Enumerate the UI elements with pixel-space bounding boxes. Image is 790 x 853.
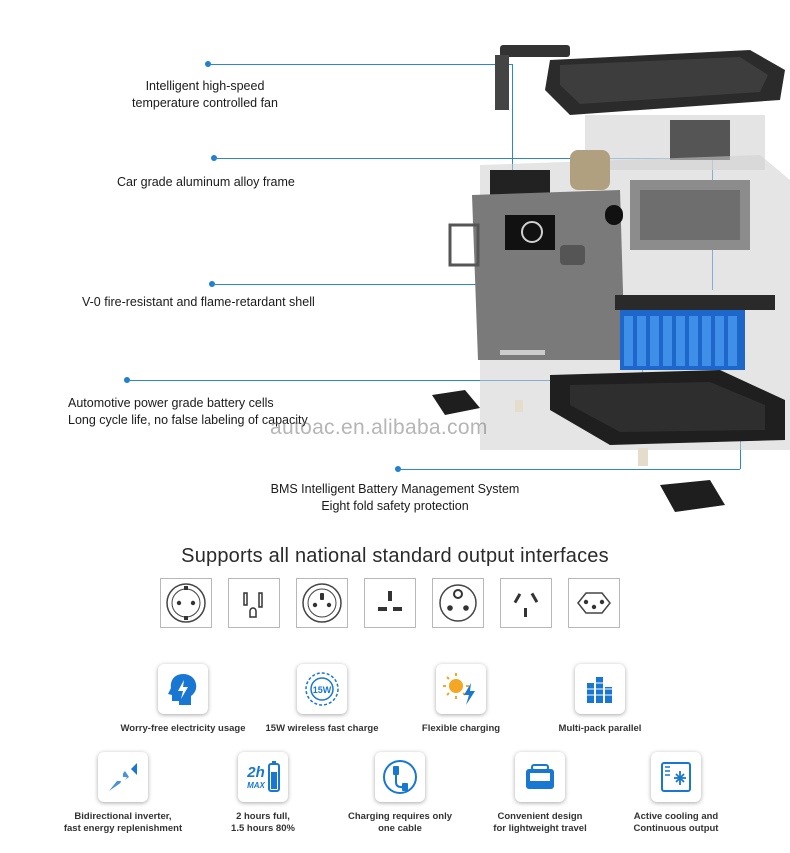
parallel-packs-icon: [575, 664, 625, 714]
feature-label: Flexible charging: [421, 723, 501, 734]
feature-wireless-charge: 15W 15W wireless fast charge: [247, 664, 397, 735]
uk-socket-icon: [364, 578, 416, 628]
head-lightning-icon: [158, 664, 208, 714]
callout-fan-line-1: Intelligent high-speed: [145, 79, 265, 93]
watermark: autoac.en.alibaba.com: [270, 416, 488, 439]
feature-lightweight-travel: Convenient design for lightweight travel: [465, 752, 615, 835]
callout-shell-line-1: V-0 fire-resistant and flame-retardant s…: [82, 295, 315, 309]
feature-label-line-2: Continuous output: [633, 823, 719, 834]
leader-line-cells: [127, 380, 642, 381]
exploded-power-station-illustration: [432, 45, 790, 512]
callout-bms-line-2: Eight fold safety protection: [321, 499, 469, 513]
charge-time-badge: 2h: [246, 764, 265, 781]
callout-fan: Intelligent high-speed temperature contr…: [100, 78, 310, 112]
feature-label-line-2: fast energy replenishment: [63, 823, 183, 834]
feature-multi-pack: Multi-pack parallel: [525, 664, 675, 735]
indian-socket-icon: [432, 578, 484, 628]
feature-label-line-1: Active cooling and: [633, 811, 719, 822]
section-heading: Supports all national standard output in…: [181, 545, 609, 567]
feature-worry-free: Worry-free electricity usage: [108, 664, 258, 735]
wireless-charge-icon: 15W: [297, 664, 347, 714]
eu-schuko-socket-icon: [160, 578, 212, 628]
callout-bms: BMS Intelligent Battery Management Syste…: [250, 481, 540, 515]
feature-label-line-2: for lightweight travel: [493, 823, 587, 834]
feature-label-line-2: one cable: [378, 823, 422, 834]
callout-fan-line-2: temperature controlled fan: [132, 96, 278, 110]
callout-cells-line-1: Automotive power grade battery cells: [68, 396, 274, 410]
cooling-fan-icon: [651, 752, 701, 802]
feature-label-line-1: 2 hours full,: [236, 811, 290, 822]
feature-label-line-1: Convenient design: [497, 811, 583, 822]
leader-line-fan-v: [512, 64, 513, 184]
sun-lightning-icon: [436, 664, 486, 714]
feature-label: Worry-free electricity usage: [120, 723, 246, 734]
inverter-arrow-icon: [98, 752, 148, 802]
us-socket-icon: [228, 578, 280, 628]
leader-line-bms: [398, 469, 740, 470]
single-cable-icon: [375, 752, 425, 802]
leader-line-frame: [214, 158, 712, 159]
feature-label-line-2: 1.5 hours 80%: [231, 823, 295, 834]
callout-cells: Automotive power grade battery cells Lon…: [68, 395, 308, 429]
feature-label: 15W wireless fast charge: [265, 723, 379, 734]
french-socket-icon: [296, 578, 348, 628]
charge-time-badge-max: MAX: [247, 781, 265, 790]
portable-device-icon: [515, 752, 565, 802]
callout-frame: Car grade aluminum alloy frame: [117, 174, 295, 191]
socket-row: [160, 578, 620, 628]
leader-line-fan: [208, 64, 512, 65]
callout-cells-line-2: Long cycle life, no false labeling of ca…: [68, 413, 308, 427]
leader-line-shell: [212, 284, 500, 285]
feature-label-line-1: Charging requires only: [348, 811, 452, 822]
feature-active-cooling: Active cooling and Continuous output: [601, 752, 751, 835]
feature-single-cable: Charging requires only one cable: [325, 752, 475, 835]
callout-frame-line-1: Car grade aluminum alloy frame: [117, 175, 295, 189]
feature-flexible-charging: Flexible charging: [386, 664, 536, 735]
callout-shell: V-0 fire-resistant and flame-retardant s…: [82, 294, 315, 311]
feature-bidirectional-inverter: Bidirectional inverter, fast energy repl…: [48, 752, 198, 835]
australian-socket-icon: [500, 578, 552, 628]
feature-label: Multi-pack parallel: [558, 723, 642, 734]
feature-label-line-1: Bidirectional inverter,: [74, 811, 172, 822]
wireless-badge-text: 15W: [313, 685, 332, 695]
swiss-socket-icon: [568, 578, 620, 628]
callout-bms-line-1: BMS Intelligent Battery Management Syste…: [270, 482, 520, 496]
